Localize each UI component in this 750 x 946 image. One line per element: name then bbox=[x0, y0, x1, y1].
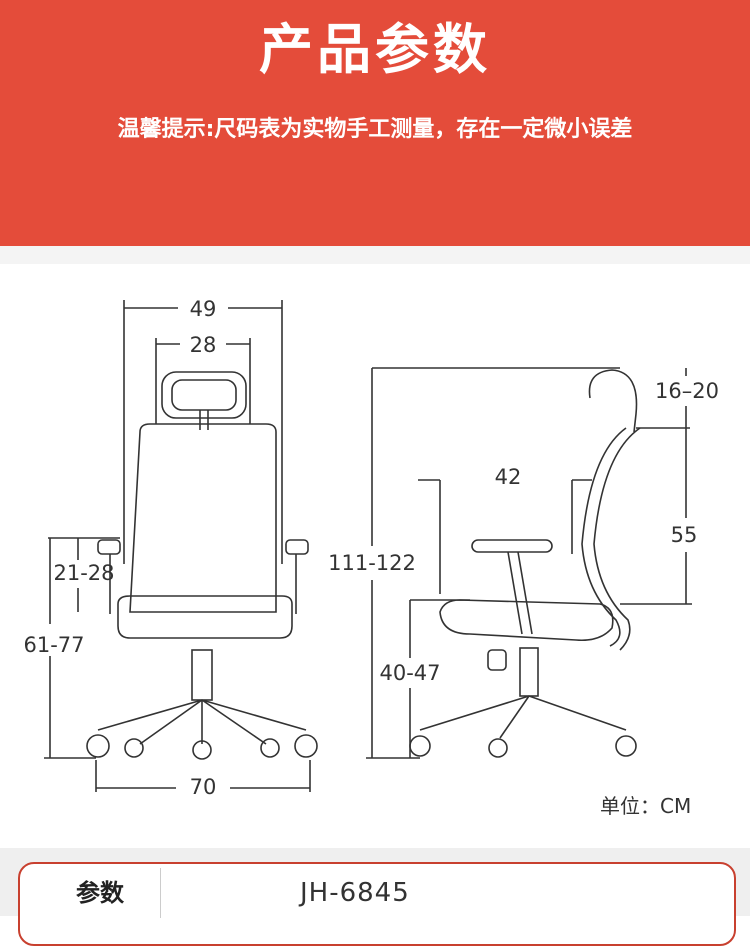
dim-front-width: 49 bbox=[190, 297, 217, 321]
header-banner: 产品参数 温馨提示:尺码表为实物手工测量，存在一定微小误差 bbox=[0, 0, 750, 246]
dim-headrest-adjust: 16–20 bbox=[655, 379, 719, 403]
unit-label: 单位：CM bbox=[600, 794, 692, 818]
dim-back-height: 55 bbox=[671, 523, 698, 547]
dim-base-width: 70 bbox=[190, 775, 217, 799]
model-number: JH-6845 bbox=[300, 878, 410, 908]
params-label-cell: 参数 bbox=[40, 868, 161, 918]
dim-arm-depth: 42 bbox=[495, 465, 522, 489]
measurement-note: 温馨提示:尺码表为实物手工测量，存在一定微小误差 bbox=[117, 117, 633, 142]
dim-armrest-height: 21-28 bbox=[53, 561, 114, 585]
dim-seat-height-front: 61-77 bbox=[23, 633, 84, 657]
chair-dimension-diagram: 49 28 21-28 61-77 70 111-122 16–20 42 55… bbox=[23, 297, 719, 799]
dim-headrest-width: 28 bbox=[190, 333, 217, 357]
dim-total-height: 111-122 bbox=[328, 551, 416, 575]
divider-band bbox=[0, 246, 750, 264]
dim-seat-height-side: 40-47 bbox=[379, 661, 440, 685]
page-title: 产品参数 bbox=[259, 18, 491, 81]
